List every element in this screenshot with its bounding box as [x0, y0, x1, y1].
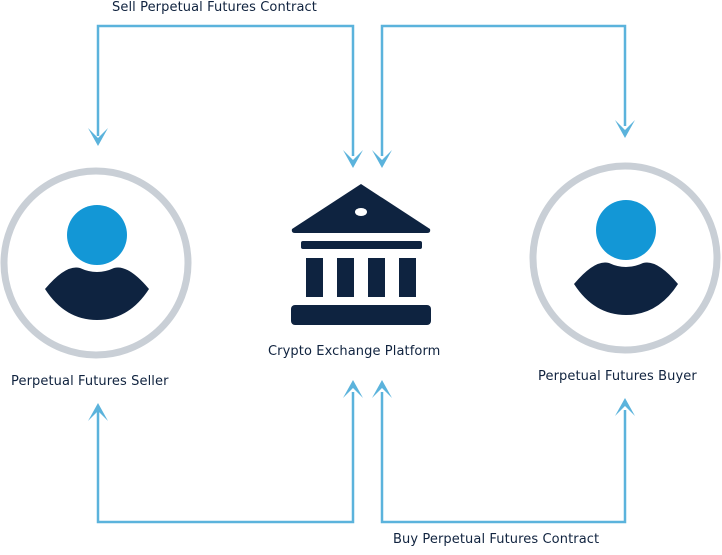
arrow-down-icon	[88, 128, 108, 146]
exchange-label: Crypto Exchange Platform	[268, 344, 441, 359]
seller-label: Perpetual Futures Seller	[11, 374, 169, 389]
arrow-down-icon	[343, 150, 363, 168]
seller-node	[0, 167, 192, 359]
user-icon	[574, 200, 678, 315]
buy-flow-line-right	[380, 392, 627, 524]
arrow-down-icon	[372, 150, 392, 168]
arrow-up-icon	[88, 403, 108, 421]
arrow-up-icon	[615, 398, 635, 416]
sell-flow-line-left	[96, 24, 355, 156]
buy-flow-line-left	[96, 392, 355, 524]
bank-icon	[291, 184, 431, 325]
buyer-label: Perpetual Futures Buyer	[538, 369, 697, 384]
arrow-down-icon	[615, 120, 635, 138]
sell-flow-label: Sell Perpetual Futures Contract	[112, 0, 317, 15]
buyer-node	[529, 162, 721, 354]
arrow-up-icon	[343, 380, 363, 398]
user-icon	[45, 205, 149, 320]
sell-flow-line-right	[380, 24, 627, 156]
buy-flow-label: Buy Perpetual Futures Contract	[393, 532, 600, 547]
arrow-up-icon	[372, 380, 392, 398]
